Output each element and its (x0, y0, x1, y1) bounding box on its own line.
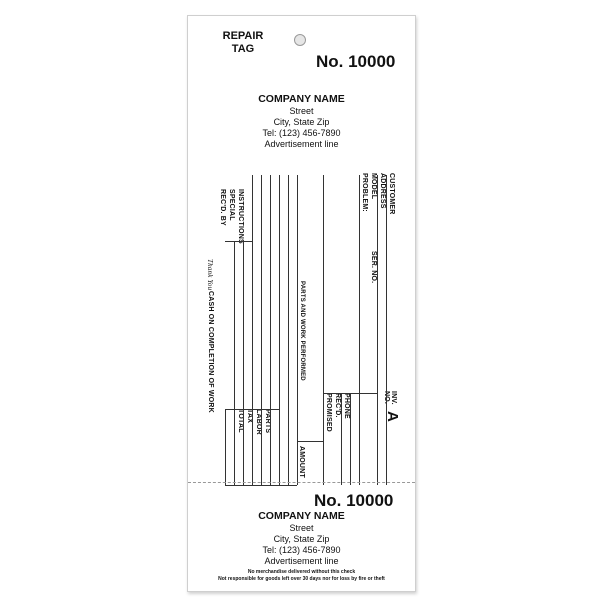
recd-label: REC'D. (334, 393, 341, 418)
ser-no-label: SER. NO. (370, 251, 377, 284)
instructions-label: INSTRUCTIONS (237, 189, 244, 244)
address-label: ADDRESS (379, 173, 386, 209)
company-tel: Tel: (123) 456-7890 (262, 128, 341, 138)
phone-label: PHONE (343, 393, 350, 419)
thank-you-text: Thank You (206, 259, 214, 291)
repair-tag-title: REPAIR TAG (218, 30, 268, 56)
rule-line (341, 393, 342, 485)
stub-number: No. 10000 (314, 491, 394, 510)
company-advert: Advertisement line (264, 556, 339, 566)
recd-by-label: REC'D. BY (219, 189, 226, 226)
rule-line (279, 175, 280, 485)
rule-line (288, 175, 289, 485)
rule-line (323, 393, 377, 394)
company-name: COMPANY NAME (258, 510, 345, 522)
rule-line (252, 175, 253, 485)
rule-line (359, 175, 360, 485)
company-block-bottom: COMPANY NAME Street City, State Zip Tel:… (188, 510, 415, 567)
company-tel: Tel: (123) 456-7890 (262, 545, 341, 555)
company-name: COMPANY NAME (258, 93, 345, 105)
problem-label: PROBLEM: (361, 173, 368, 212)
cash-on-completion-text: CASH ON COMPLETION OF WORK (207, 291, 214, 413)
company-city: City, State Zip (273, 117, 330, 127)
rule-line (261, 175, 262, 485)
model-label: MODEL (370, 173, 377, 200)
rule-line (350, 393, 351, 485)
string-hole (294, 34, 306, 46)
rule-line (323, 175, 324, 485)
rule-line (234, 241, 235, 485)
rule-line (243, 241, 244, 485)
company-city: City, State Zip (273, 534, 330, 544)
repair-tag: REPAIR TAG No. 10000 COMPANY NAME Street… (187, 15, 416, 592)
special-label: SPECIAL (228, 189, 235, 221)
disclaimer-line-2: Not responsible for goods left over 30 d… (218, 576, 385, 582)
rule-line (270, 175, 271, 485)
promised-label: PROMISED (325, 393, 332, 432)
rule-line (225, 241, 252, 242)
company-street: Street (289, 523, 314, 533)
title-line-1: REPAIR (222, 30, 264, 42)
rule-line (377, 175, 378, 485)
disclaimer-line-1: No merchandise delivered without this ch… (247, 569, 356, 575)
title-line-2: TAG (231, 43, 255, 55)
company-street: Street (289, 106, 314, 116)
repair-form: CUSTOMER ADDRESS MODEL PROBLEM: SER. NO.… (205, 171, 410, 491)
parts-work-label: PARTS AND WORK PERFORMED (299, 281, 305, 381)
rule-line (297, 175, 298, 485)
company-block-top: COMPANY NAME Street City, State Zip Tel:… (188, 93, 415, 150)
customer-label: CUSTOMER (388, 173, 395, 215)
rule-line (225, 485, 297, 486)
perforation-line (188, 482, 415, 483)
rule-line (225, 409, 226, 485)
rule-line (297, 441, 323, 442)
tag-number: No. 10000 (316, 52, 396, 71)
company-advert: Advertisement line (264, 139, 339, 149)
amount-label: AMOUNT (298, 446, 305, 478)
rule-line (225, 409, 279, 410)
rule-line (386, 175, 387, 485)
